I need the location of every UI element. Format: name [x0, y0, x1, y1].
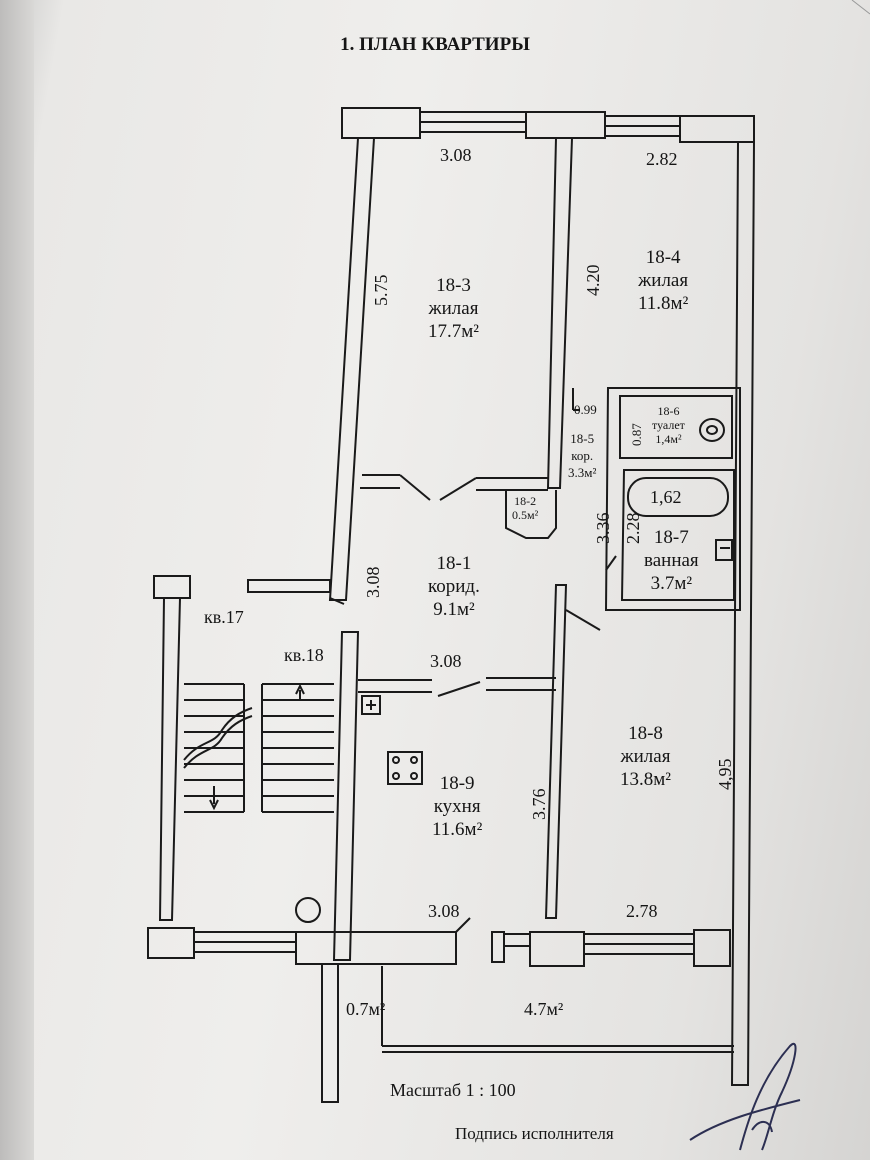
room-area: 1,4м²: [655, 432, 682, 446]
staircase: [183, 683, 334, 813]
dim-336: 3.36: [593, 512, 613, 545]
room-id: 18-8: [628, 723, 663, 744]
room-type: жилая: [620, 746, 671, 767]
room-area: 3.3м²: [568, 465, 597, 480]
room-type: корид.: [428, 576, 480, 597]
room-area: 3.7м²: [650, 573, 693, 594]
room-18-9: 18-9 кухня 11.6м²: [432, 772, 482, 841]
scale-label: Масштаб 1 : 100: [390, 1080, 516, 1100]
room-id: 18-6: [657, 404, 680, 418]
room-18-6: 18-6 туалет 1,4м²: [652, 404, 685, 446]
room-type: кор.: [571, 448, 594, 463]
dim-495: 4,95: [715, 758, 735, 791]
dim-575: 5.75: [371, 274, 391, 307]
toilet-room: [619, 395, 733, 459]
room-id: 18-3: [436, 275, 471, 296]
room-18-3: 18-3 жилая 17.7м²: [428, 274, 479, 343]
signature-label: Подпись исполнителя: [455, 1124, 614, 1143]
wall-kitchen-left: [332, 631, 360, 961]
room-area: 9.1м²: [433, 599, 475, 620]
dim-308-mid: 3.08: [363, 566, 383, 599]
wall-3-4: [546, 137, 574, 489]
wall-8-9: [544, 584, 568, 919]
wall-block: [147, 927, 195, 959]
room-id: 18-1: [436, 553, 472, 574]
dim-bottom-left: 3.08: [428, 901, 460, 921]
wall-block: [153, 575, 191, 599]
bath-room: [620, 469, 735, 601]
wall-block: [525, 111, 606, 139]
room-area: 13.8м²: [620, 769, 671, 790]
dim-099: 0.99: [574, 402, 597, 417]
wall-block: [693, 929, 731, 967]
paper-edge: [0, 0, 34, 1160]
room-area: 17.7м²: [428, 321, 479, 342]
room-id: 18-2: [514, 494, 537, 508]
room-id: 18-5: [570, 431, 595, 446]
room-area: 11.8м²: [638, 293, 689, 314]
room-type: жилая: [428, 298, 479, 319]
dim-bottom-right: 2.78: [626, 901, 658, 921]
balcony-area: 4.7м²: [524, 999, 564, 1019]
stove: [387, 751, 423, 785]
room-18-5: 18-5 кор. 3.3м²: [568, 430, 596, 481]
dim-420: 4.20: [583, 264, 603, 297]
room-area: 11.6м²: [432, 819, 483, 840]
room-area: 0.5м²: [512, 508, 539, 522]
wall-block: [295, 931, 457, 965]
wall-right: [730, 141, 756, 1086]
neighbor-kv17: кв.17: [204, 607, 244, 627]
bathtub: [627, 477, 729, 517]
room-type: кухня: [433, 796, 481, 817]
room-id: 18-4: [645, 247, 681, 268]
dim-376: 3.76: [529, 788, 549, 821]
room-type: ванная: [644, 550, 699, 571]
dim-308-corridor: 3.08: [430, 651, 462, 671]
closet-outline: [505, 490, 557, 539]
room-18-8: 18-8 жилая 13.8м²: [620, 722, 671, 791]
document-title: 1. ПЛАН КВАРТИРЫ: [340, 34, 530, 55]
wall-block: [341, 107, 421, 139]
balcony-small-area: 0.7м²: [346, 999, 386, 1019]
room-18-1: 18-1 корид. 9.1м²: [428, 552, 480, 621]
neighbor-kv18: кв.18: [284, 645, 324, 665]
dim-top-left: 3.08: [440, 145, 472, 165]
room-18-4: 18-4 жилая 11.8м²: [638, 246, 688, 315]
wall-block: [679, 115, 755, 143]
room-id: 18-7: [653, 527, 689, 548]
room-type: жилая: [638, 270, 689, 291]
signature: [689, 1042, 801, 1151]
room-18-7: 18-7 ванная 3.7м²: [644, 526, 699, 595]
wall-stair-left: [158, 597, 182, 921]
wall-block: [529, 931, 585, 967]
wall-left-upper: [328, 137, 376, 601]
room-type: туалет: [652, 418, 685, 432]
room-18-2: 18-2 0.5м²: [512, 494, 538, 522]
dim-228: 2.28: [623, 512, 643, 545]
dim-top-right: 2.82: [646, 149, 678, 169]
room-id: 18-9: [439, 773, 475, 794]
dim-087: 0.87: [629, 423, 644, 446]
bath-size: 1,62: [650, 487, 682, 507]
